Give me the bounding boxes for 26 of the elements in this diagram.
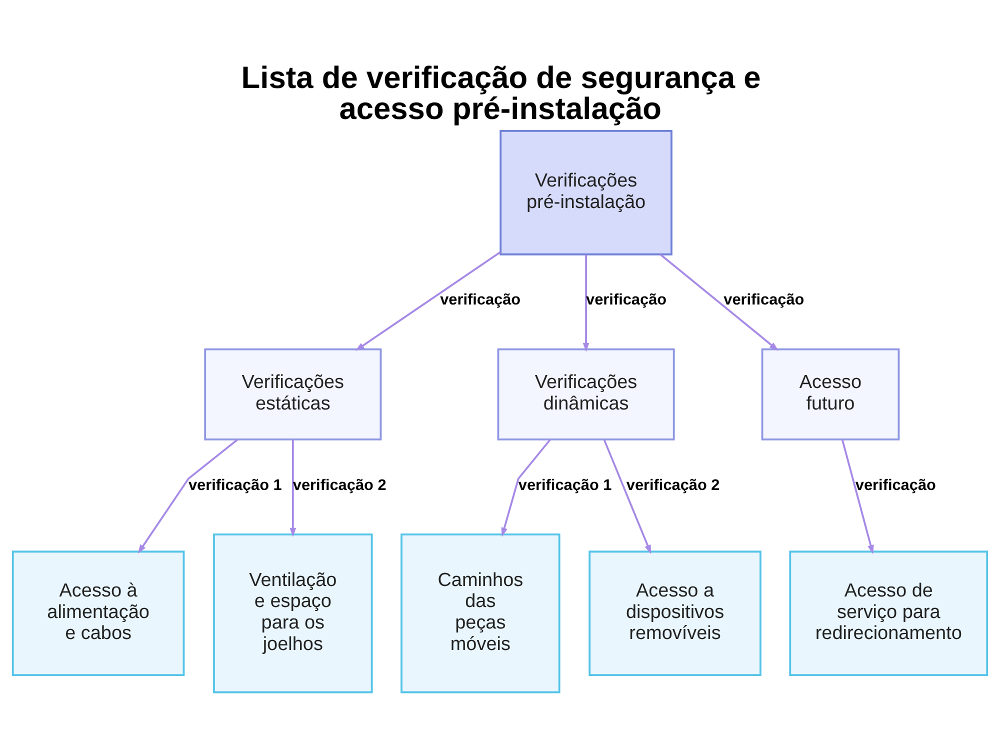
arrow [603,440,652,554]
arrow [290,440,296,537]
arrow [355,251,501,351]
diagram-title: Lista de verificação de segurança e acesso pré-instalação [241,60,761,126]
node-box: Caminhos das peças móveis [400,533,560,694]
arrow [582,254,590,352]
node-box: Verificações estáticas [204,348,382,440]
node-box: Acesso futuro [761,348,900,440]
edge-label: verificação [855,476,936,494]
node-box: Acesso de serviço para redirecionamento [789,550,988,676]
node-box: Ventilação e espaço para os joelhos [213,533,373,694]
edge-label: verificação [440,292,521,309]
node-box: Verificações dinâmicas [497,348,675,440]
edge-label: verificação 1 [518,476,612,494]
node-box: Acesso a dispositivos removíveis [588,550,762,676]
arrow [841,440,874,554]
edge-label: verificação [586,292,667,309]
edge-label: verificação 2 [292,476,386,494]
arrow [501,438,551,537]
arrow [660,254,779,351]
node-box: Verificações pré-instalação [500,130,672,256]
edge-label: verificação 1 [188,476,282,494]
arrow [138,438,238,554]
node-box: Acesso à alimentação e cabos [12,550,185,676]
edge-label: verificação 2 [626,476,720,494]
edge-label: verificação [724,292,804,309]
